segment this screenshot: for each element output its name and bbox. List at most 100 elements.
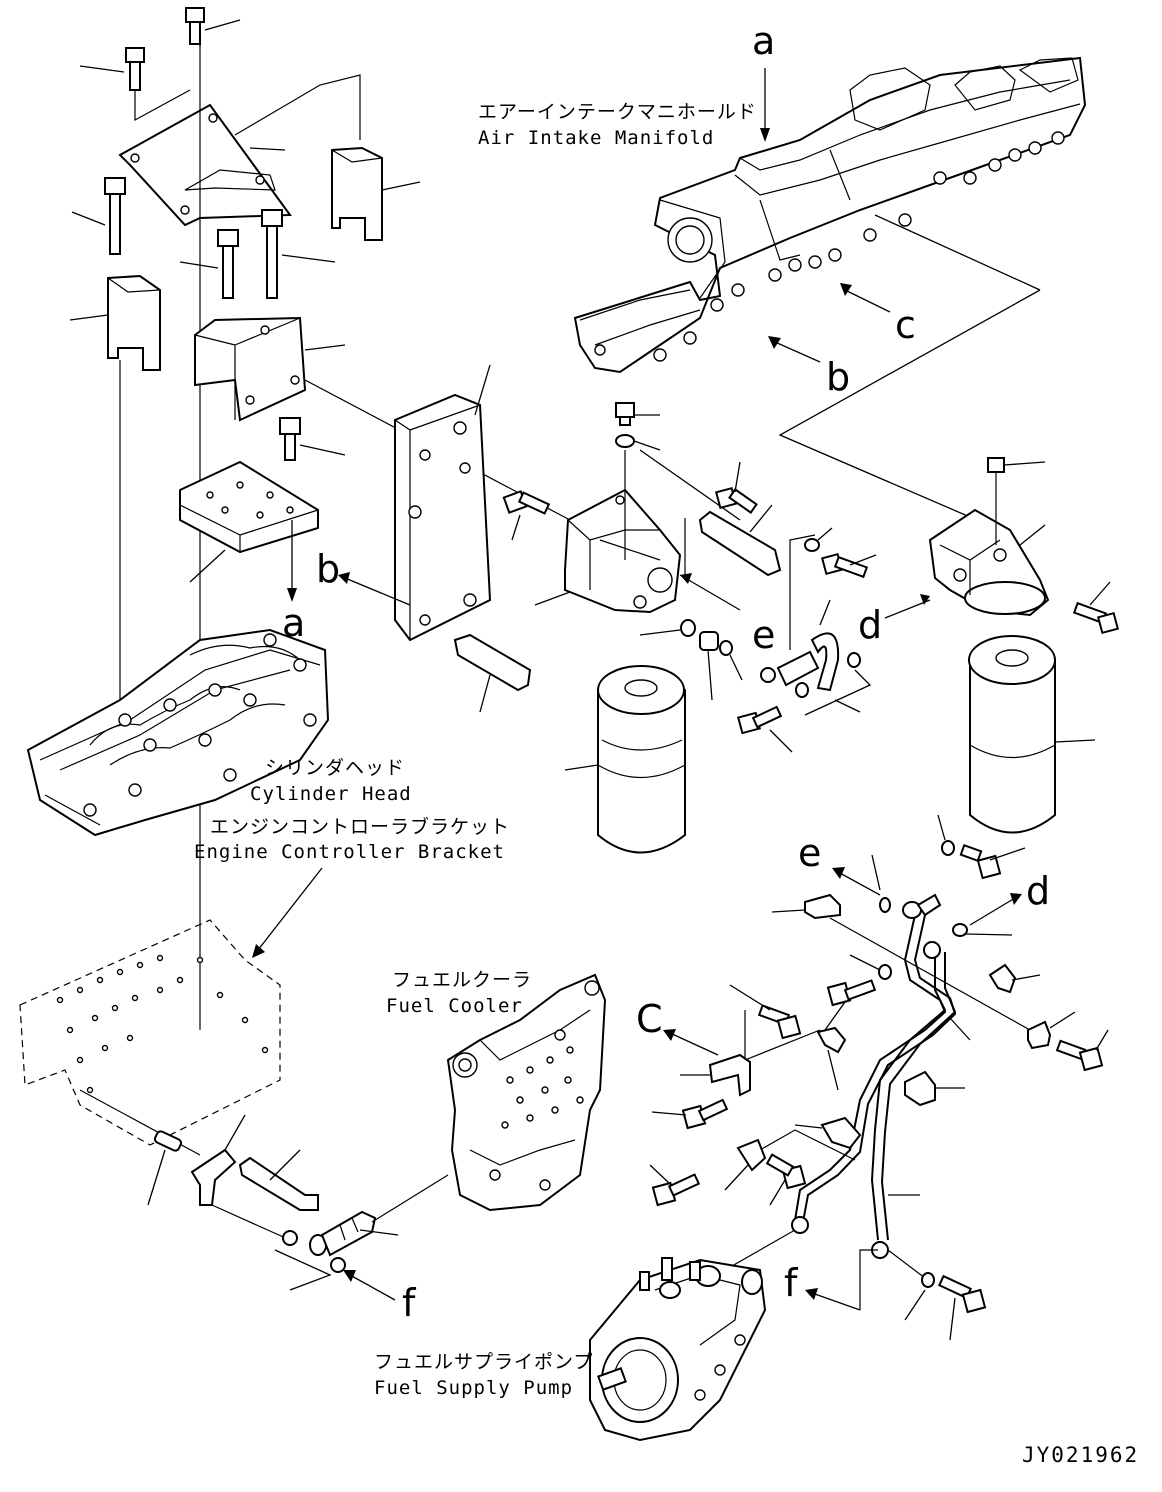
- seal-hose-3: [847, 652, 861, 668]
- bolt-c-bracket: [757, 1004, 802, 1040]
- leader-bolt-mid-left: [824, 1001, 846, 1031]
- arrow-f-left: [343, 1270, 356, 1282]
- bolt-filter-right-1: [714, 486, 758, 514]
- leader-top-bolt-1: [204, 19, 241, 31]
- washer-d-tube: [952, 923, 968, 937]
- assembly-line-right: [234, 74, 361, 140]
- bolt-plate-mid: [502, 490, 551, 515]
- fuel-supply-pump-label-en: Fuel Supply Pump: [374, 1377, 573, 1399]
- ref-e-tube: e: [798, 831, 821, 875]
- leader-hose-set: [804, 669, 872, 716]
- leader-washer-e-tube: [871, 854, 881, 891]
- long-bolt-plate-lower: [453, 633, 532, 692]
- clamp-bracket: [190, 1148, 237, 1206]
- assembly-line-hose: [789, 534, 816, 650]
- ref-f-right: f: [784, 1261, 799, 1305]
- arrow-d-filter: [920, 594, 930, 605]
- assembly-line-fuel-cooler: [371, 1174, 449, 1223]
- leader-fuel-filter-left: [564, 764, 599, 771]
- fuel-tube-1: [794, 914, 957, 1223]
- leader-top-bolt-2: [79, 65, 125, 73]
- fuel-cooler: [446, 973, 607, 1212]
- air-intake-manifold-label-jp: エアーインテークマニホールド: [478, 101, 757, 123]
- leader-bolt-plate-mid: [511, 514, 521, 541]
- washer-filter-2: [719, 640, 733, 656]
- bolt-hose-top: [820, 552, 869, 579]
- leader-bolt-lower-left-2: [649, 1164, 671, 1185]
- arrow-a-head: [287, 588, 297, 602]
- leader-washer-tube-bottom: [904, 1289, 926, 1321]
- leader-bolt-hose-lower: [769, 729, 793, 753]
- adapter-filter-1: [699, 631, 719, 651]
- leader-bolt-lower-left-1: [651, 1111, 687, 1116]
- ref-b-manifold: b: [826, 355, 850, 399]
- c-bracket: [708, 1053, 751, 1097]
- filter-head-left: [564, 488, 682, 614]
- bolt-right-lower: [1055, 1039, 1104, 1072]
- arrow-engine-controller-bracket: [252, 944, 265, 958]
- ref-f-left: f: [402, 1281, 417, 1325]
- ref-b-plate: b: [316, 547, 340, 591]
- bolt-filter-head-right-top: [987, 457, 1005, 473]
- leader-long-bolt-left: [71, 211, 106, 226]
- leader-fuel-tube-upper: [949, 1017, 971, 1041]
- leader-clamp-top-left: [771, 909, 806, 913]
- washer-filter-1: [680, 619, 696, 637]
- tube-tab-1: [916, 893, 942, 917]
- clamp-top-left: [804, 893, 841, 920]
- drawing-code: JY021962: [1022, 1443, 1139, 1467]
- adapter-plate: [394, 393, 492, 642]
- fuel-filter-left: [597, 665, 686, 854]
- fuel-cooler-label-jp: フュエルクーラ: [392, 969, 532, 991]
- leader-engine-controller-bracket: [257, 867, 323, 951]
- cylinder-head-bolts: [83, 633, 317, 817]
- leader-bolt-tube-bottom: [949, 1297, 956, 1341]
- assembly-line-f-right: [859, 1249, 878, 1310]
- spacer-block-left: [107, 274, 161, 371]
- leader-bolt-small-bracket: [299, 444, 346, 456]
- fuel-supply-pump-label-jp: フュエルサプライポンプ: [374, 1351, 593, 1373]
- clip-lower: [736, 1138, 767, 1172]
- washer-banjo: [330, 1257, 346, 1273]
- washer-clamp: [282, 1230, 298, 1246]
- leader-hose-elbow: [819, 599, 831, 626]
- spacer-block-right: [331, 146, 383, 241]
- leader-dowel-pin: [147, 1149, 166, 1206]
- cylinder-head-label-jp: シリンダヘッド: [265, 757, 405, 779]
- leader-bolt-filter-right-1: [734, 461, 741, 493]
- washer-tube-top: [941, 840, 955, 856]
- arrow-e-filter: [680, 573, 692, 584]
- bolt-lower-left-2: [651, 1173, 701, 1207]
- leader-b-plate: [344, 577, 411, 606]
- leader-f-left: [349, 1274, 396, 1301]
- bolt-tube-bottom: [937, 1274, 987, 1314]
- seal-hose-1: [760, 667, 776, 683]
- leader-clip-right-upper: [1011, 974, 1041, 981]
- bolt-lower-left-1: [681, 1098, 729, 1130]
- leader-washer-d-tube: [965, 933, 1013, 936]
- leader-long-bolt-mid-2: [281, 254, 336, 263]
- leader-long-bolt-mid-1: [179, 261, 219, 269]
- bolt-mid-left: [826, 979, 877, 1007]
- leader-spacer-left: [69, 314, 109, 321]
- leader-fuel-filter-right: [1054, 739, 1096, 743]
- arrow-b-manifold: [768, 336, 781, 349]
- ref-d-tube: d: [1026, 869, 1050, 913]
- air-intake-manifold: [573, 56, 1087, 374]
- assembly-line-left: [134, 89, 191, 122]
- leader-long-bolt-plate-lower: [479, 674, 491, 713]
- assembly-line-clamp: [211, 1204, 291, 1241]
- leader-long-bolt-filter-right: [749, 504, 773, 533]
- bolt-small-bracket: [279, 417, 301, 461]
- long-bolt-mid-2: [261, 209, 283, 299]
- bolt-hose-lower: [737, 705, 783, 735]
- bolt-tube-top: [959, 843, 1002, 880]
- leader-hose-set-2: [834, 699, 861, 713]
- leader-banjo-set: [274, 1249, 332, 1291]
- leader-bolt-filter-head-right-side: [1089, 581, 1111, 606]
- ref-c-manifold: c: [895, 303, 916, 347]
- assembly-line-lower: [759, 1129, 856, 1161]
- base-plate: [179, 460, 319, 554]
- leader-filter-head-right: [1019, 524, 1046, 546]
